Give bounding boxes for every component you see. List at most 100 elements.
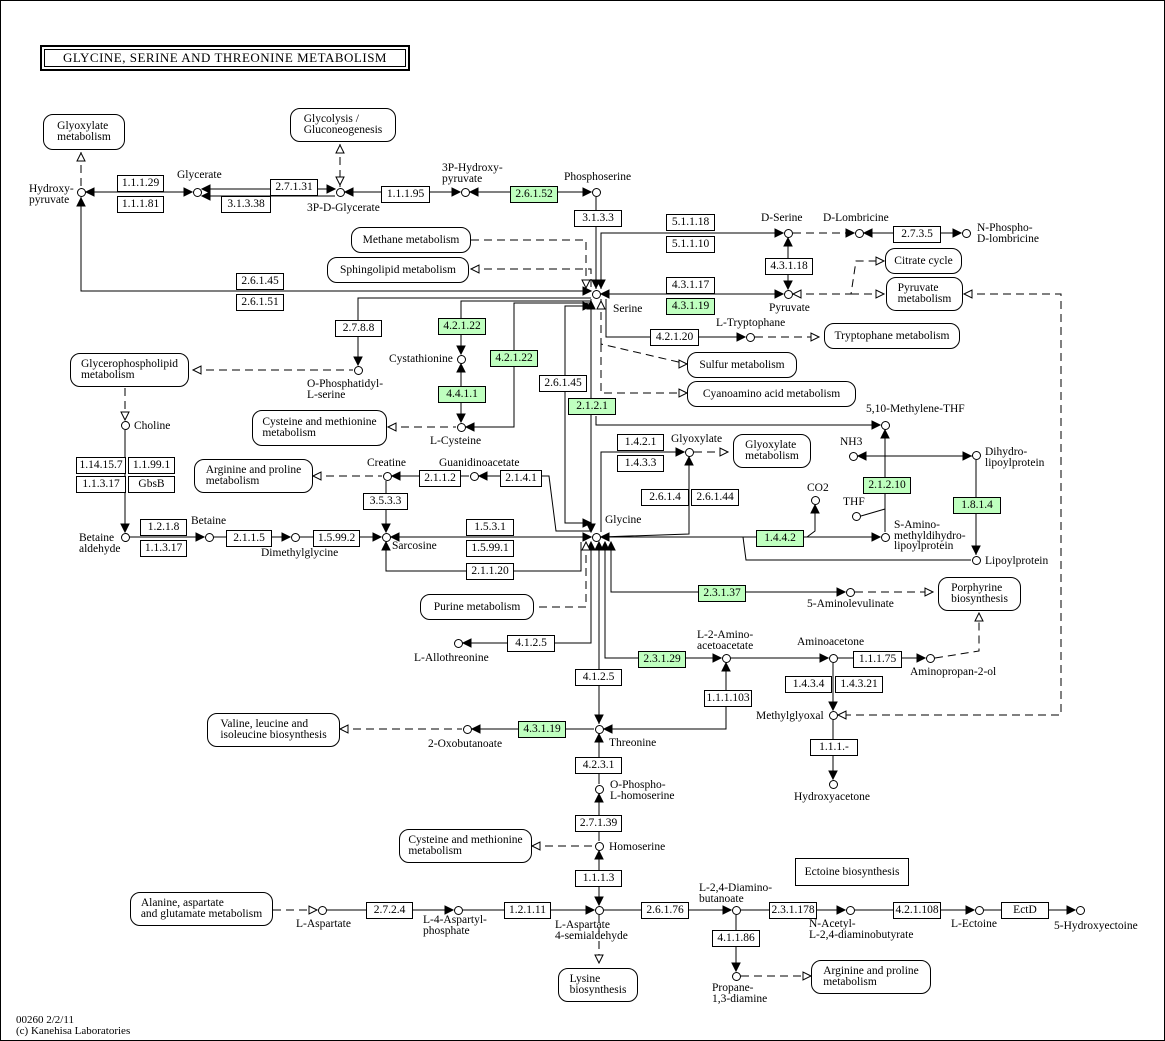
enzyme-box-1-2-1-11[interactable]: 1.2.1.11 bbox=[504, 902, 551, 919]
compound-node-lipoylprotein[interactable] bbox=[971, 555, 981, 565]
enzyme-box-1-1-1-95[interactable]: 1.1.1.95 bbox=[381, 186, 430, 203]
enzyme-box-4-1-2-5[interactable]: 4.1.2.5 bbox=[575, 669, 622, 686]
enzyme-box-2-7-3-5[interactable]: 2.7.3.5 bbox=[893, 226, 941, 243]
compound-node-o-phospho-l-homoserine[interactable] bbox=[594, 784, 604, 794]
pathway-link-purine-metabolism[interactable]: Purine metabolism bbox=[420, 594, 534, 620]
enzyme-box-1-1-3-17[interactable]: 1.1.3.17 bbox=[140, 540, 187, 557]
pathway-link-cysteine-and-methionine-metabolism[interactable]: Cysteine and methionine metabolism bbox=[399, 829, 532, 863]
enzyme-box-4-2-1-108[interactable]: 4.2.1.108 bbox=[893, 902, 941, 919]
enzyme-box-1-1-1-103[interactable]: 1.1.1.103 bbox=[704, 690, 752, 707]
enzyme-box-2-1-2-10[interactable]: 2.1.2.10 bbox=[863, 477, 911, 494]
enzyme-box-1-1-1-81[interactable]: 1.1.1.81 bbox=[117, 196, 164, 213]
enzyme-box-3-1-3-3[interactable]: 3.1.3.3 bbox=[574, 210, 622, 227]
enzyme-box-2-7-8-8[interactable]: 2.7.8.8 bbox=[335, 320, 382, 337]
enzyme-box-2-7-1-39[interactable]: 2.7.1.39 bbox=[575, 815, 622, 832]
enzyme-box-2-7-2-4[interactable]: 2.7.2.4 bbox=[366, 902, 413, 919]
compound-node-s-amino-methyldihydro-lipoylprotein[interactable] bbox=[880, 532, 890, 542]
enzyme-box-4-1-2-5[interactable]: 4.1.2.5 bbox=[507, 635, 555, 652]
enzyme-box-4-2-3-1[interactable]: 4.2.3.1 bbox=[575, 757, 622, 774]
pathway-link-citrate-cycle[interactable]: Citrate cycle bbox=[885, 248, 962, 274]
enzyme-box-2-1-2-1[interactable]: 2.1.2.1 bbox=[568, 398, 616, 415]
pathway-link-arginine-and-proline-metabolism[interactable]: Arginine and proline metabolism bbox=[194, 459, 313, 493]
compound-node-betaine[interactable] bbox=[204, 532, 214, 542]
compound-node-l-ectoine[interactable] bbox=[974, 905, 984, 915]
enzyme-box-2-3-1-37[interactable]: 2.3.1.37 bbox=[698, 585, 746, 602]
enzyme-box-5-1-1-18[interactable]: 5.1.1.18 bbox=[666, 214, 715, 231]
enzyme-box-1-1-99-1[interactable]: 1.1.99.1 bbox=[128, 457, 175, 474]
compound-node-hydroxy-pyruvate[interactable] bbox=[76, 187, 86, 197]
enzyme-box-2-6-1-76[interactable]: 2.6.1.76 bbox=[641, 902, 689, 919]
enzyme-box-1-1-1[interactable]: 1.1.1.- bbox=[810, 739, 858, 756]
enzyme-box-2-6-1-45[interactable]: 2.6.1.45 bbox=[539, 375, 587, 392]
compound-node-l-4-aspartyl-phosphate[interactable] bbox=[453, 905, 463, 915]
enzyme-box-3-1-3-38[interactable]: 3.1.3.38 bbox=[221, 196, 271, 213]
pathway-link-ectoine-biosynthesis[interactable]: Ectoine biosynthesis bbox=[795, 858, 909, 886]
pathway-link-tryptophane-metabolism[interactable]: Tryptophane metabolism bbox=[824, 323, 960, 349]
compound-node-methylglyoxal[interactable] bbox=[828, 710, 838, 720]
enzyme-box-4-2-1-22[interactable]: 4.2.1.22 bbox=[438, 318, 486, 335]
compound-node-3p-hydroxy-pyruvate[interactable] bbox=[460, 187, 470, 197]
enzyme-box-1-5-99-1[interactable]: 1.5.99.1 bbox=[466, 540, 514, 557]
enzyme-box-2-3-1-178[interactable]: 2.3.1.178 bbox=[769, 902, 817, 919]
compound-node-aminoacetone[interactable] bbox=[828, 653, 838, 663]
enzyme-box-ectd[interactable]: EctD bbox=[1001, 902, 1049, 919]
pathway-link-arginine-and-proline-metabolism[interactable]: Arginine and proline metabolism bbox=[811, 960, 931, 994]
compound-node-n-acetyl-l-2-4-diaminobutyrate[interactable] bbox=[845, 905, 855, 915]
compound-node-l-cysteine[interactable] bbox=[456, 422, 466, 432]
compound-node-nh3[interactable] bbox=[848, 451, 858, 461]
enzyme-box-4-4-1-1[interactable]: 4.4.1.1 bbox=[438, 386, 486, 403]
enzyme-box-1-4-3-4[interactable]: 1.4.3.4 bbox=[785, 676, 832, 693]
enzyme-box-2-3-1-29[interactable]: 2.3.1.29 bbox=[638, 651, 686, 668]
compound-node-l-2-amino-acetoacetate[interactable] bbox=[721, 653, 731, 663]
pathway-link-valine-leucine-and-isoleucine-biosynthesis[interactable]: Valine, leucine and isoleucine biosynthe… bbox=[207, 713, 340, 747]
enzyme-box-4-2-1-22[interactable]: 4.2.1.22 bbox=[490, 350, 538, 367]
pathway-link-glycolysis-gluconeogenesis[interactable]: Glycolysis / Gluconeogenesis bbox=[290, 108, 396, 142]
enzyme-box-1-1-1-3[interactable]: 1.1.1.3 bbox=[575, 870, 622, 887]
enzyme-box-4-3-1-18[interactable]: 4.3.1.18 bbox=[765, 258, 813, 275]
compound-node-dihydro-lipoylprotein[interactable] bbox=[971, 450, 981, 460]
compound-node-5-10-methylene-thf[interactable] bbox=[880, 420, 890, 430]
compound-node-creatine[interactable] bbox=[382, 471, 392, 481]
compound-node-guanidinoacetate[interactable] bbox=[469, 471, 479, 481]
enzyme-box-1-1-1-75[interactable]: 1.1.1.75 bbox=[853, 651, 902, 668]
compound-node-threonine[interactable] bbox=[594, 724, 604, 734]
compound-node-glyoxylate[interactable] bbox=[684, 447, 694, 457]
compound-node-choline[interactable] bbox=[120, 420, 130, 430]
compound-node-betaine-aldehyde[interactable] bbox=[120, 532, 130, 542]
enzyme-box-1-4-3-21[interactable]: 1.4.3.21 bbox=[835, 676, 883, 693]
pathway-link-porphyrine-biosynthesis[interactable]: Porphyrine biosynthesis bbox=[938, 577, 1021, 611]
compound-node-5-aminolevulinate[interactable] bbox=[845, 587, 855, 597]
compound-node-n-phospho-d-lombricine[interactable] bbox=[961, 228, 971, 238]
enzyme-box-2-6-1-51[interactable]: 2.6.1.51 bbox=[236, 294, 284, 311]
compound-node-propane-1-3-diamine[interactable] bbox=[731, 971, 741, 981]
enzyme-box-2-6-1-52[interactable]: 2.6.1.52 bbox=[510, 186, 558, 203]
enzyme-box-1-4-3-3[interactable]: 1.4.3.3 bbox=[617, 455, 664, 472]
enzyme-box-2-1-1-20[interactable]: 2.1.1.20 bbox=[466, 563, 514, 580]
compound-node-l-tryptophane[interactable] bbox=[745, 332, 755, 342]
compound-node-l-2-4-diamino-butanoate[interactable] bbox=[731, 905, 741, 915]
enzyme-box-4-3-1-17[interactable]: 4.3.1.17 bbox=[666, 277, 715, 294]
enzyme-box-2-1-4-1[interactable]: 2.1.4.1 bbox=[500, 470, 542, 487]
enzyme-box-1-14-15-7[interactable]: 1.14.15.7 bbox=[76, 457, 126, 474]
pathway-link-methane-metabolism[interactable]: Methane metabolism bbox=[351, 227, 471, 253]
compound-node-l-aspartate[interactable] bbox=[317, 905, 327, 915]
pathway-link-sphingolipid-metabolism[interactable]: Sphingolipid metabolism bbox=[327, 257, 469, 283]
enzyme-box-4-3-1-19[interactable]: 4.3.1.19 bbox=[518, 721, 566, 738]
compound-node-cystathionine[interactable] bbox=[456, 354, 466, 364]
pathway-link-cysteine-and-methionine-metabolism[interactable]: Cysteine and methionine metabolism bbox=[252, 410, 387, 446]
compound-node-5-hydroxyectoine[interactable] bbox=[1075, 905, 1085, 915]
enzyme-box-4-2-1-20[interactable]: 4.2.1.20 bbox=[650, 329, 699, 346]
pathway-link-cyanoamino-acid-metabolism[interactable]: Cyanoamino acid metabolism bbox=[687, 381, 856, 407]
pathway-link-glyoxylate-metabolism[interactable]: Glyoxylate metabolism bbox=[43, 114, 125, 150]
compound-node-hydroxyacetone[interactable] bbox=[828, 779, 838, 789]
compound-node-pyruvate[interactable] bbox=[783, 289, 793, 299]
enzyme-box-2-6-1-44[interactable]: 2.6.1.44 bbox=[691, 489, 739, 506]
compound-node-phosphoserine[interactable] bbox=[591, 187, 601, 197]
compound-node-3p-d-glycerate[interactable] bbox=[335, 187, 345, 197]
pathway-link-lysine-biosynthesis[interactable]: Lysine biosynthesis bbox=[558, 968, 638, 1002]
enzyme-box-2-7-1-31[interactable]: 2.7.1.31 bbox=[270, 179, 318, 196]
enzyme-box-gbsb[interactable]: GbsB bbox=[128, 476, 175, 493]
pathway-link-alanine-aspartate-and-glutamate-metabolism[interactable]: Alanine, aspartate and glutamate metabol… bbox=[130, 892, 273, 926]
enzyme-box-2-6-1-45[interactable]: 2.6.1.45 bbox=[236, 273, 284, 290]
compound-node-l-aspartate-4-semialdehyde[interactable] bbox=[594, 905, 604, 915]
